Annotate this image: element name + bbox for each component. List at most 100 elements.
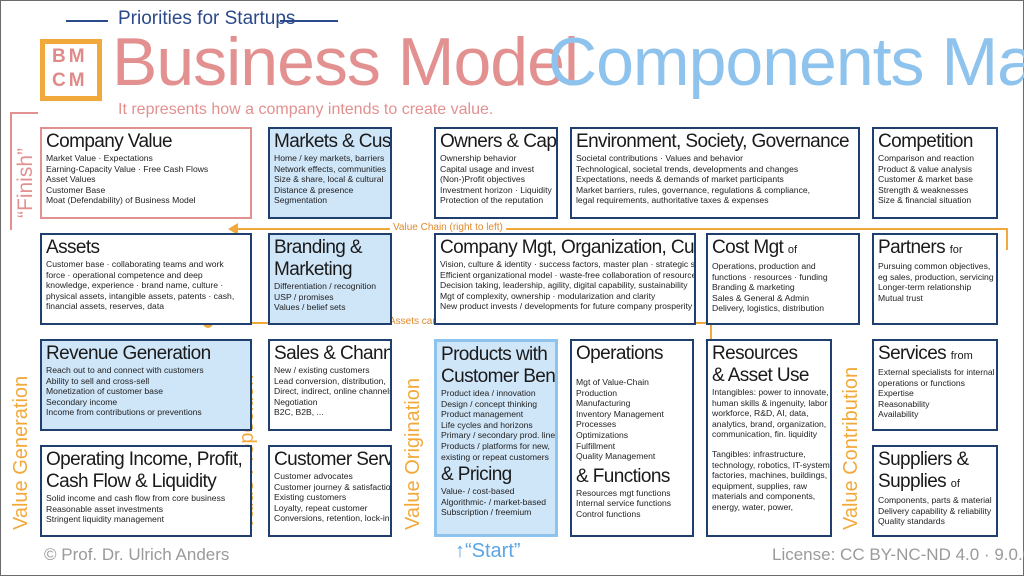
customer-serv-list: Customer advocates Customer journey & sa… (274, 471, 390, 524)
revenue-title: Revenue Generation (46, 343, 211, 364)
environment-list: Societal contributions · Values and beha… (576, 153, 854, 206)
box-sales: Sales & Channels New / existing customer… (268, 339, 392, 431)
partners-title: Partners (878, 237, 946, 258)
environment-item: legal requirements, authoritative taxes … (576, 195, 769, 206)
markets-item: Network effects, communities (274, 163, 387, 174)
value-contribution-label: Value Contribution (840, 366, 862, 530)
competition-list: Comparison and reaction Product & value … (878, 153, 992, 206)
resources-item: analytics, brand, organization, (712, 418, 827, 429)
value-chain-label: Value Chain (right to left) (390, 222, 506, 233)
assets-resources-drop (710, 322, 712, 342)
company-value-title: Company Value (46, 131, 173, 152)
logo-bottom-text: CM (52, 70, 88, 91)
customer-serv-item: Customer advocates (274, 471, 353, 481)
suppliers-list: Components, parts & material Delivery ca… (878, 495, 992, 527)
functions-list: Resources mgt functions Internal service… (576, 488, 688, 520)
operations-item: Quality Management (576, 451, 656, 462)
revenue-item: Income from contributions or preventions (46, 407, 202, 418)
customer-serv-item: Conversions, retention, lock-in (274, 513, 390, 524)
functions-item: Control functions (576, 508, 641, 519)
competition-item: Comparison and reaction (878, 153, 975, 163)
company-value-list: Market Value · Expectations Earning-Capa… (46, 153, 246, 206)
branding-list: Differentiation / recognition USP / prom… (274, 281, 386, 313)
pricing-list: Value- / cost-based Algorithmic- / marke… (441, 486, 551, 518)
branding-title-line2: Marketing (274, 259, 353, 280)
company-value-item: Moat (Defendability) of Business Model (46, 195, 196, 206)
resources-item: materials and components, (712, 491, 816, 502)
start-label: ↑“Start” (455, 540, 521, 562)
branding-item: Differentiation / recognition (274, 281, 377, 291)
products-item: Life cycles and horizons (441, 419, 533, 430)
finish-label: “Finish” (14, 147, 37, 218)
products-item: Primary / secondary prod. lines (441, 430, 558, 441)
assets-item: financial assets, reserves, data (46, 301, 164, 312)
cost-mgt-list: Operations, production and functions · r… (712, 261, 854, 314)
operating-income-item: Stringent liquidity management (46, 514, 164, 525)
pretitle-rule-right (280, 20, 338, 22)
resources-item: Intangibles: power to innovate, (712, 387, 829, 397)
sales-item: Negotiation (274, 396, 318, 407)
services-list: External specialists for internal operat… (878, 367, 995, 420)
sales-list: New / existing customers Lead conversion… (274, 365, 392, 418)
environment-item: Expectations, needs & demands of market … (576, 174, 784, 185)
title-part-2: Components Map (548, 24, 1024, 100)
sales-item: B2C, B2B, ... (274, 407, 324, 418)
suppliers-title-line1: Suppliers & (878, 449, 969, 470)
value-chain-line (236, 228, 1008, 230)
suppliers-title-line2: Supplies (878, 471, 947, 492)
box-branding: Branding & Marketing Differentiation / r… (268, 233, 392, 325)
pretitle: Priorities for Startups (118, 8, 296, 29)
products-item: Product management (441, 409, 524, 420)
pricing-item: Subscription / freemium (441, 507, 532, 518)
functions-item: Resources mgt functions (576, 487, 671, 498)
partners-item: Longer-term relationship (878, 282, 972, 293)
services-title-suffix: from (950, 350, 973, 362)
resources-item: technology, robotics, IT-systems, (712, 459, 832, 470)
branding-title-line1: Branding & (274, 237, 363, 258)
box-company-value: Company Value Market Value · Expectation… (40, 127, 252, 219)
cost-mgt-item: Branding & marketing (712, 282, 795, 293)
finish-bracket-vertical (10, 112, 12, 230)
products-title-line2: Customer Benefit (441, 366, 556, 387)
operations-list: Mgt of Value-Chain Production Manufactur… (576, 377, 688, 462)
cost-mgt-item: Operations, production and (712, 261, 816, 271)
environment-item: Societal contributions · Values and beha… (576, 153, 744, 163)
revenue-list: Reach out to and connect with customers … (46, 365, 246, 418)
company-mgt-title: Company Mgt, Organization, Culture (440, 237, 696, 258)
products-item: Products / platforms for new, (441, 440, 550, 451)
competition-item: Product & value analysis (878, 163, 973, 174)
box-cost-mgt: Cost Mgt of Operations, production and f… (706, 233, 860, 325)
markets-title: Markets & Cust. (274, 131, 392, 152)
company-value-item: Customer Base (46, 184, 106, 195)
subtitle: It represents how a company intends to c… (118, 101, 494, 118)
operations-item: Optimizations (576, 429, 629, 440)
owners-item: Ownership behavior (440, 153, 517, 163)
finish-bracket-top (10, 112, 38, 114)
operations-item: Fulfillment (576, 440, 616, 451)
box-suppliers: Suppliers & Supplies of Components, part… (872, 445, 998, 537)
operating-income-item: Reasonable asset investments (46, 503, 164, 514)
competition-item: Strength & weaknesses (878, 184, 969, 195)
suppliers-item: Components, parts & material (878, 495, 992, 505)
owners-item: Investment horizon · Liquidity (440, 184, 552, 195)
operations-item: Processes (576, 419, 617, 430)
revenue-item: Reach out to and connect with customers (46, 365, 204, 375)
services-item: External specialists for internal (878, 367, 995, 377)
pricing-item: Value- / cost-based (441, 486, 515, 497)
resources-intangibles-list: Intangibles: power to innovate, human sk… (712, 387, 830, 440)
owners-title: Owners & Capital (440, 131, 557, 152)
company-mgt-item: Decision taking, leadership, agility, di… (440, 280, 688, 291)
owners-item: Protection of the reputation (440, 195, 544, 206)
assets-item: force · operational competence and deep (46, 269, 203, 280)
markets-item: Segmentation (274, 195, 328, 206)
box-environment: Environment, Society, Governance Societa… (570, 127, 860, 219)
sales-item: Direct, indirect, online channels (274, 386, 392, 397)
box-owners: Owners & Capital Ownership behavior Capi… (434, 127, 558, 219)
resources-item: workforce, R&D, AI, data, (712, 408, 809, 419)
operations-item: Production (576, 387, 618, 398)
customer-serv-title: Customer Serv. (274, 449, 392, 470)
partners-item: Pursuing common objectives, (878, 261, 991, 271)
assets-item: knowledge, experience · brand name, cult… (46, 280, 224, 291)
company-value-item: Earning-Capacity Value · Free Cash Flows (46, 163, 209, 174)
environment-title: Environment, Society, Governance (576, 131, 850, 152)
